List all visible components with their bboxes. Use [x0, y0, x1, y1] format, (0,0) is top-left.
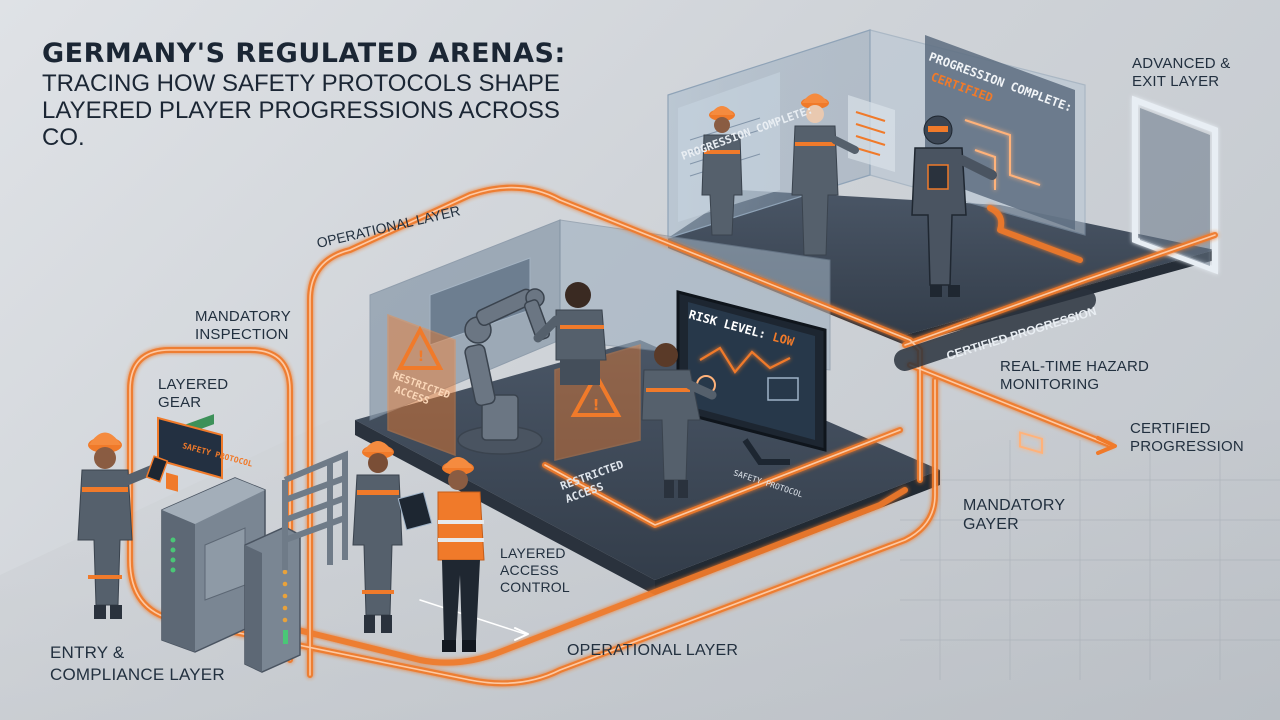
label-entry-line1: ENTRY &: [50, 643, 125, 662]
label-realtime-hazard-line1: REAL-TIME HAZARD: [1000, 358, 1150, 375]
label-advanced-exit-line2: EXIT LAYER: [1132, 73, 1220, 90]
robot-arm: [457, 288, 551, 455]
clipboard-icon: [397, 491, 433, 531]
label-layered-access-line2: ACCESS: [500, 562, 559, 578]
label-layered-gear: LAYERED GEAR: [158, 376, 228, 412]
path-upper-room: [987, 205, 1083, 263]
arrow-certified: [1096, 436, 1117, 455]
worker-monitor: [641, 343, 717, 498]
label-mandatory-inspection: MANDATORY INSPECTION: [195, 308, 291, 344]
warning-icon-front: [570, 370, 622, 417]
label-entry-compliance: ENTRY & COMPLIANCE LAYER: [50, 642, 225, 686]
label-certified-progression: CERTIFIED PROGRESSION: [1130, 420, 1244, 456]
restricted-access-sign: !: [387, 313, 456, 457]
worker-entry: [77, 432, 169, 619]
exit-door: [1132, 95, 1218, 275]
label-mandatory-inspection-line1: MANDATORY: [195, 308, 291, 325]
turnstile-right: [244, 526, 301, 673]
access-gate-frame: [282, 450, 348, 570]
label-realtime-hazard-line2: MONITORING: [1000, 376, 1100, 393]
label-advanced-exit: ADVANCED & EXIT LAYER: [1132, 55, 1230, 91]
certified-progression-band: [894, 289, 1096, 371]
label-mandatory-gayer-line2: GAYER: [963, 516, 1019, 533]
label-mandatory-inspection-line2: INSPECTION: [195, 326, 289, 343]
checklist-panel: [848, 95, 895, 172]
safety-badge-panel: [157, 416, 223, 492]
label-mandatory-gayer-line1: MANDATORY: [963, 497, 1066, 514]
label-certified-progression-line2: PROGRESSION: [1130, 438, 1244, 455]
svg-text:!: !: [593, 396, 600, 414]
label-layered-access-line3: CONTROL: [500, 579, 570, 595]
robot-humanoid: [911, 115, 997, 297]
warning-icon-left: [396, 325, 444, 370]
label-layered-access: LAYERED ACCESS CONTROL: [500, 545, 570, 596]
label-operational-bottom: OPERATIONAL LAYER: [567, 642, 739, 659]
risk-level-monitor: [676, 290, 827, 465]
worker-seated: [533, 282, 607, 385]
subtitle-line-1: TRACING HOW SAFETY PROTOCOLS SHAPE: [42, 70, 560, 97]
path-operational-bottom: [287, 487, 908, 666]
label-certified-progression-line1: CERTIFIED: [1130, 420, 1211, 437]
svg-text:!: !: [418, 349, 424, 365]
turnstile-left: [161, 414, 266, 653]
label-operational-top: OPERATIONAL LAYER: [315, 202, 462, 251]
worker-upper-mid: [791, 93, 859, 256]
page-title: GERMANY'S REGULATED ARENAS:: [42, 38, 566, 69]
page-subtitle: TRACING HOW SAFETY PROTOCOLS SHAPE LAYER…: [42, 70, 602, 151]
label-entry-line2: COMPLIANCE LAYER: [50, 665, 225, 684]
label-advanced-exit-line1: ADVANCED &: [1132, 55, 1231, 72]
label-realtime-hazard: REAL-TIME HAZARD MONITORING: [1000, 358, 1149, 394]
progression-paths: [127, 184, 1218, 687]
ground-grid: [900, 440, 1280, 680]
label-layered-gear-line1: LAYERED: [158, 376, 229, 393]
worker-hi-vis-vest: [437, 457, 485, 652]
label-mandatory-gayer: MANDATORY GAYER: [963, 496, 1065, 534]
worker-clipboard: [352, 441, 433, 633]
arrow-access: [514, 627, 529, 641]
worker-upper-left: [701, 106, 743, 236]
label-layered-access-line1: LAYERED: [500, 545, 566, 561]
label-layered-gear-line2: GEAR: [158, 394, 202, 411]
subtitle-line-2: LAYERED PLAYER PROGRESSIONS ACROSS CO.: [42, 97, 560, 151]
